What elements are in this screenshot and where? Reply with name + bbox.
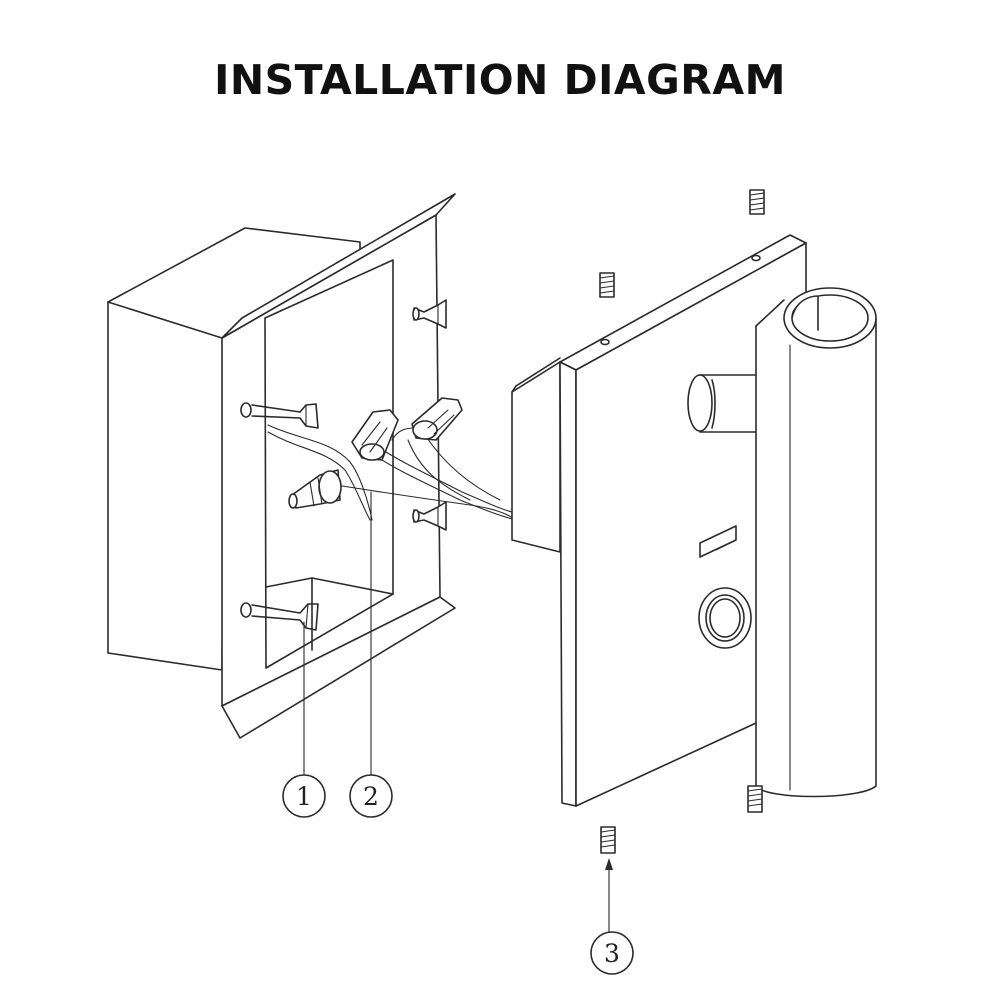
callout-3-label: 3 (604, 939, 620, 968)
lamp-backplate-box (511, 357, 561, 553)
callout-1: 1 (282, 774, 326, 818)
wire-connector-1 (351, 409, 399, 461)
callout-3: 3 (590, 931, 634, 975)
set-screw-top-left (599, 272, 615, 298)
lamp-switch (699, 525, 737, 558)
wire-connector-3 (288, 469, 342, 509)
set-screw-bottom-right (747, 785, 763, 813)
wire-connectors (288, 397, 463, 509)
lamp-knob (687, 374, 763, 433)
anchor-lower-right (412, 501, 447, 531)
leader-lines (303, 491, 613, 934)
set-screw-bottom (600, 826, 616, 854)
wall-anchors (240, 299, 447, 631)
anchor-upper-left (240, 402, 319, 429)
set-screw-top (749, 189, 765, 215)
callout-1-label: 1 (296, 782, 312, 811)
callout-2: 2 (349, 774, 393, 818)
wire-connector-2 (411, 397, 463, 441)
callout-2-label: 2 (363, 782, 379, 811)
page-title: INSTALLATION DIAGRAM (214, 56, 786, 104)
mounting-plate (221, 193, 456, 739)
anchor-lower-left (240, 602, 319, 631)
anchor-upper-right (412, 299, 447, 329)
lamp-button (698, 587, 752, 649)
lamp-cylinder (755, 287, 877, 798)
